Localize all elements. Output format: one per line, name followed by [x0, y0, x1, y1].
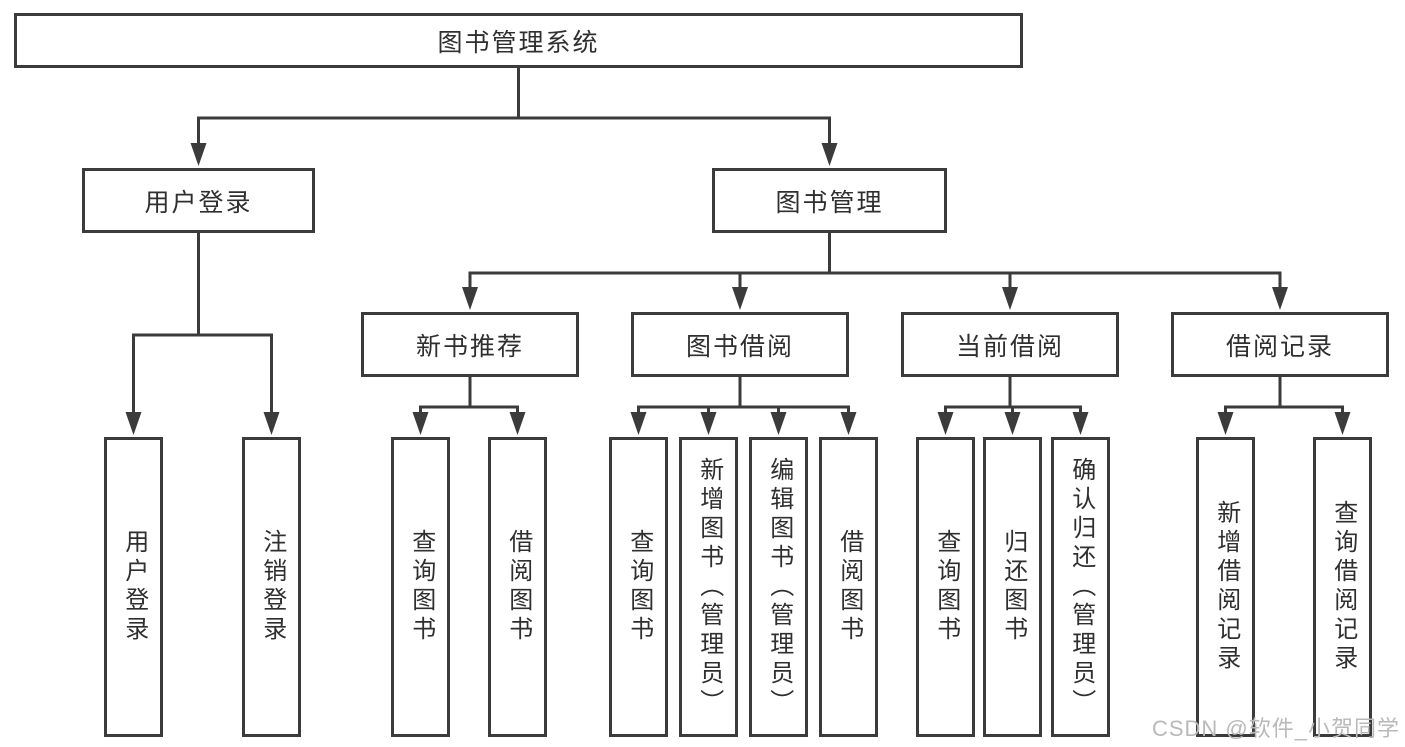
node-new-book-recommend: 新书推荐: [361, 312, 579, 377]
node-label-leaf-return-book: 归还图书: [999, 529, 1027, 645]
node-current-borrow: 当前借阅: [901, 312, 1119, 377]
arrowhead-icon-new-book-recommend: [462, 287, 478, 310]
arrowhead-icon-book-borrow: [732, 287, 748, 310]
node-leaf-logout: 注销登录: [242, 437, 301, 737]
node-label-leaf-query-book-borrow: 查询图书: [625, 529, 653, 645]
node-book-management: 图书管理: [712, 168, 947, 233]
arrowhead-icon-leaf-edit-book: [770, 412, 787, 435]
node-book-borrow: 图书借阅: [631, 312, 849, 377]
node-label-leaf-query-book-new: 查询图书: [407, 529, 435, 645]
node-leaf-borrow-book-new: 借阅图书: [488, 437, 547, 737]
arrowhead-icon-leaf-query-book-borrow: [630, 412, 647, 435]
node-label-leaf-add-borrow-record: 新增借阅记录: [1212, 500, 1240, 674]
node-label-leaf-confirm-return: 确认归还（管理员）: [1067, 456, 1095, 718]
node-label-leaf-add-book: 新增图书（管理员）: [695, 456, 723, 718]
node-label-user-login-module: 用户登录: [144, 188, 253, 217]
node-leaf-user-login: 用户登录: [104, 437, 163, 737]
arrowhead-icon-leaf-borrow-book-new: [509, 412, 526, 435]
node-leaf-add-book: 新增图书（管理员）: [679, 437, 738, 737]
arrowhead-icon-leaf-user-login: [125, 412, 142, 435]
node-leaf-query-borrow-record: 查询借阅记录: [1313, 437, 1372, 737]
node-label-book-borrow: 图书借阅: [685, 332, 794, 361]
arrowhead-icon-leaf-borrow-book-borrow: [840, 412, 857, 435]
arrowhead-icon-leaf-query-book-current: [937, 412, 954, 435]
arrowhead-icon-current-borrow: [1002, 287, 1018, 310]
watermark: CSDN @软件_小贺同学: [1151, 716, 1400, 741]
node-leaf-query-book-current: 查询图书: [916, 437, 975, 737]
node-label-leaf-user-login: 用户登录: [120, 529, 148, 645]
node-leaf-edit-book: 编辑图书（管理员）: [749, 437, 808, 737]
node-label-leaf-query-borrow-record: 查询借阅记录: [1329, 500, 1357, 674]
node-borrow-records: 借阅记录: [1171, 312, 1389, 377]
node-label-new-book-recommend: 新书推荐: [415, 332, 524, 361]
node-label-leaf-query-book-current: 查询图书: [932, 529, 960, 645]
node-user-login-module: 用户登录: [82, 168, 315, 233]
arrowhead-icon-leaf-query-borrow-record: [1334, 412, 1351, 435]
arrowhead-icon-leaf-query-book-new: [412, 412, 429, 435]
node-root: 图书管理系统: [14, 13, 1023, 68]
node-leaf-query-book-new: 查询图书: [391, 437, 450, 737]
arrowhead-icon-leaf-return-book: [1004, 412, 1021, 435]
node-leaf-borrow-book-borrow: 借阅图书: [819, 437, 878, 737]
node-leaf-confirm-return: 确认归还（管理员）: [1051, 437, 1110, 737]
arrowhead-icon-leaf-confirm-return: [1072, 412, 1089, 435]
node-label-leaf-borrow-book-new: 借阅图书: [504, 529, 532, 645]
arrowhead-icon-borrow-records: [1272, 287, 1288, 310]
arrowhead-icon-book-management: [821, 143, 838, 166]
arrowhead-icon-leaf-logout: [263, 412, 280, 435]
node-label-borrow-records: 借阅记录: [1225, 332, 1334, 361]
node-leaf-query-book-borrow: 查询图书: [609, 437, 668, 737]
node-label-current-borrow: 当前借阅: [955, 332, 1064, 361]
arrowhead-icon-user-login-module: [190, 143, 207, 166]
node-label-root: 图书管理系统: [437, 28, 600, 57]
node-label-leaf-borrow-book-borrow: 借阅图书: [835, 529, 863, 645]
node-label-leaf-logout: 注销登录: [258, 529, 286, 645]
node-label-leaf-edit-book: 编辑图书（管理员）: [765, 456, 793, 718]
node-label-book-management: 图书管理: [775, 188, 884, 217]
node-leaf-add-borrow-record: 新增借阅记录: [1196, 437, 1255, 737]
node-leaf-return-book: 归还图书: [983, 437, 1042, 737]
arrowhead-icon-leaf-add-book: [700, 412, 717, 435]
arrowhead-icon-leaf-add-borrow-record: [1217, 412, 1234, 435]
